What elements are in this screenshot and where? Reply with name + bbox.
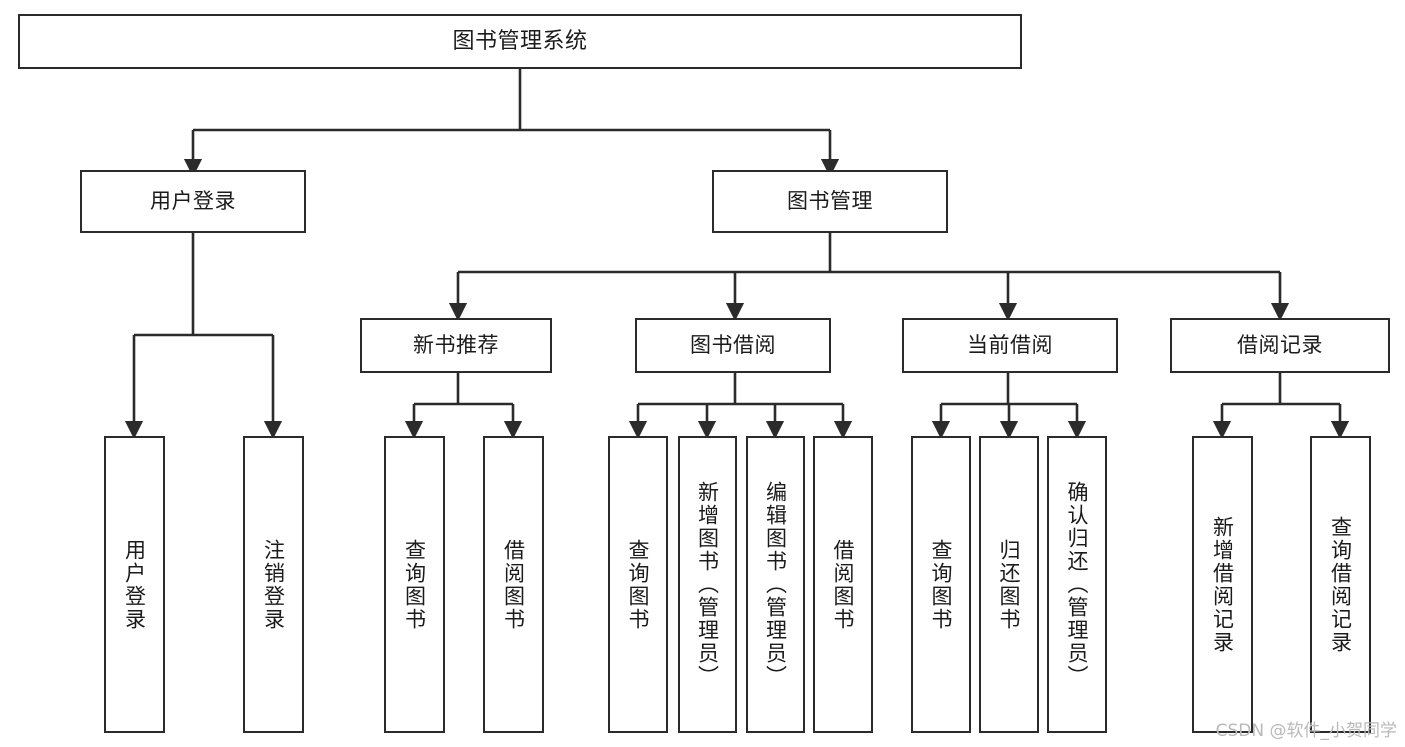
node-label: 用户登录 bbox=[150, 189, 236, 214]
node-leaf-rec-add-record[interactable]: 新增借阅记录 bbox=[1192, 436, 1253, 733]
csdn-watermark: CSDN @软件_小贺同学 bbox=[1215, 721, 1397, 741]
node-leaf-borrow-query-book[interactable]: 查询图书 bbox=[608, 436, 668, 733]
node-leaf-user-logout[interactable]: 注销登录 bbox=[243, 436, 304, 733]
node-user-login[interactable]: 用户登录 bbox=[80, 170, 306, 233]
node-new-book-recommend[interactable]: 新书推荐 bbox=[360, 318, 552, 373]
node-leaf-cur-return-book[interactable]: 归还图书 bbox=[979, 436, 1039, 733]
node-leaf-cur-query-book[interactable]: 查询图书 bbox=[911, 436, 971, 733]
node-leaf-borrow-edit-book[interactable]: 编辑图书（管理员） bbox=[746, 436, 805, 733]
node-leaf-borrow-add-book[interactable]: 新增图书（管理员） bbox=[678, 436, 737, 733]
node-leaf-cur-confirm-return[interactable]: 确认归还（管理员） bbox=[1047, 436, 1107, 733]
node-label: 查询图书 bbox=[402, 538, 427, 631]
node-label: 查询图书 bbox=[929, 538, 954, 631]
node-current-borrow[interactable]: 当前借阅 bbox=[902, 318, 1118, 373]
node-leaf-borrow-borrow-book[interactable]: 借阅图书 bbox=[813, 436, 873, 733]
node-leaf-rec-query-record[interactable]: 查询借阅记录 bbox=[1310, 436, 1371, 733]
node-label: 用户登录 bbox=[122, 538, 147, 631]
node-label: 查询图书 bbox=[626, 538, 651, 631]
node-book-borrow[interactable]: 图书借阅 bbox=[635, 318, 831, 373]
node-leaf-rec-borrow-book[interactable]: 借阅图书 bbox=[483, 436, 544, 733]
node-label: 新增借阅记录 bbox=[1210, 515, 1235, 654]
node-label: 图书借阅 bbox=[690, 333, 776, 358]
node-label: 借阅图书 bbox=[501, 538, 526, 631]
node-label: 新书推荐 bbox=[413, 333, 499, 358]
node-label: 借阅记录 bbox=[1237, 333, 1323, 358]
node-label: 编辑图书（管理员） bbox=[763, 481, 788, 688]
node-leaf-user-login[interactable]: 用户登录 bbox=[104, 436, 165, 733]
node-label: 查询借阅记录 bbox=[1328, 515, 1353, 654]
node-label: 归还图书 bbox=[997, 538, 1022, 631]
node-label: 新增图书（管理员） bbox=[695, 481, 720, 688]
node-book-manage[interactable]: 图书管理 bbox=[712, 170, 948, 233]
node-label: 图书管理系统 bbox=[452, 28, 588, 54]
node-label: 注销登录 bbox=[261, 538, 286, 631]
node-label: 当前借阅 bbox=[967, 333, 1053, 358]
node-root-system[interactable]: 图书管理系统 bbox=[18, 14, 1022, 69]
node-label: 借阅图书 bbox=[831, 538, 856, 631]
node-leaf-rec-query-book[interactable]: 查询图书 bbox=[384, 436, 445, 733]
node-label: 确认归还（管理员） bbox=[1065, 481, 1090, 688]
node-label: 图书管理 bbox=[787, 189, 873, 214]
node-borrow-record[interactable]: 借阅记录 bbox=[1170, 318, 1390, 373]
